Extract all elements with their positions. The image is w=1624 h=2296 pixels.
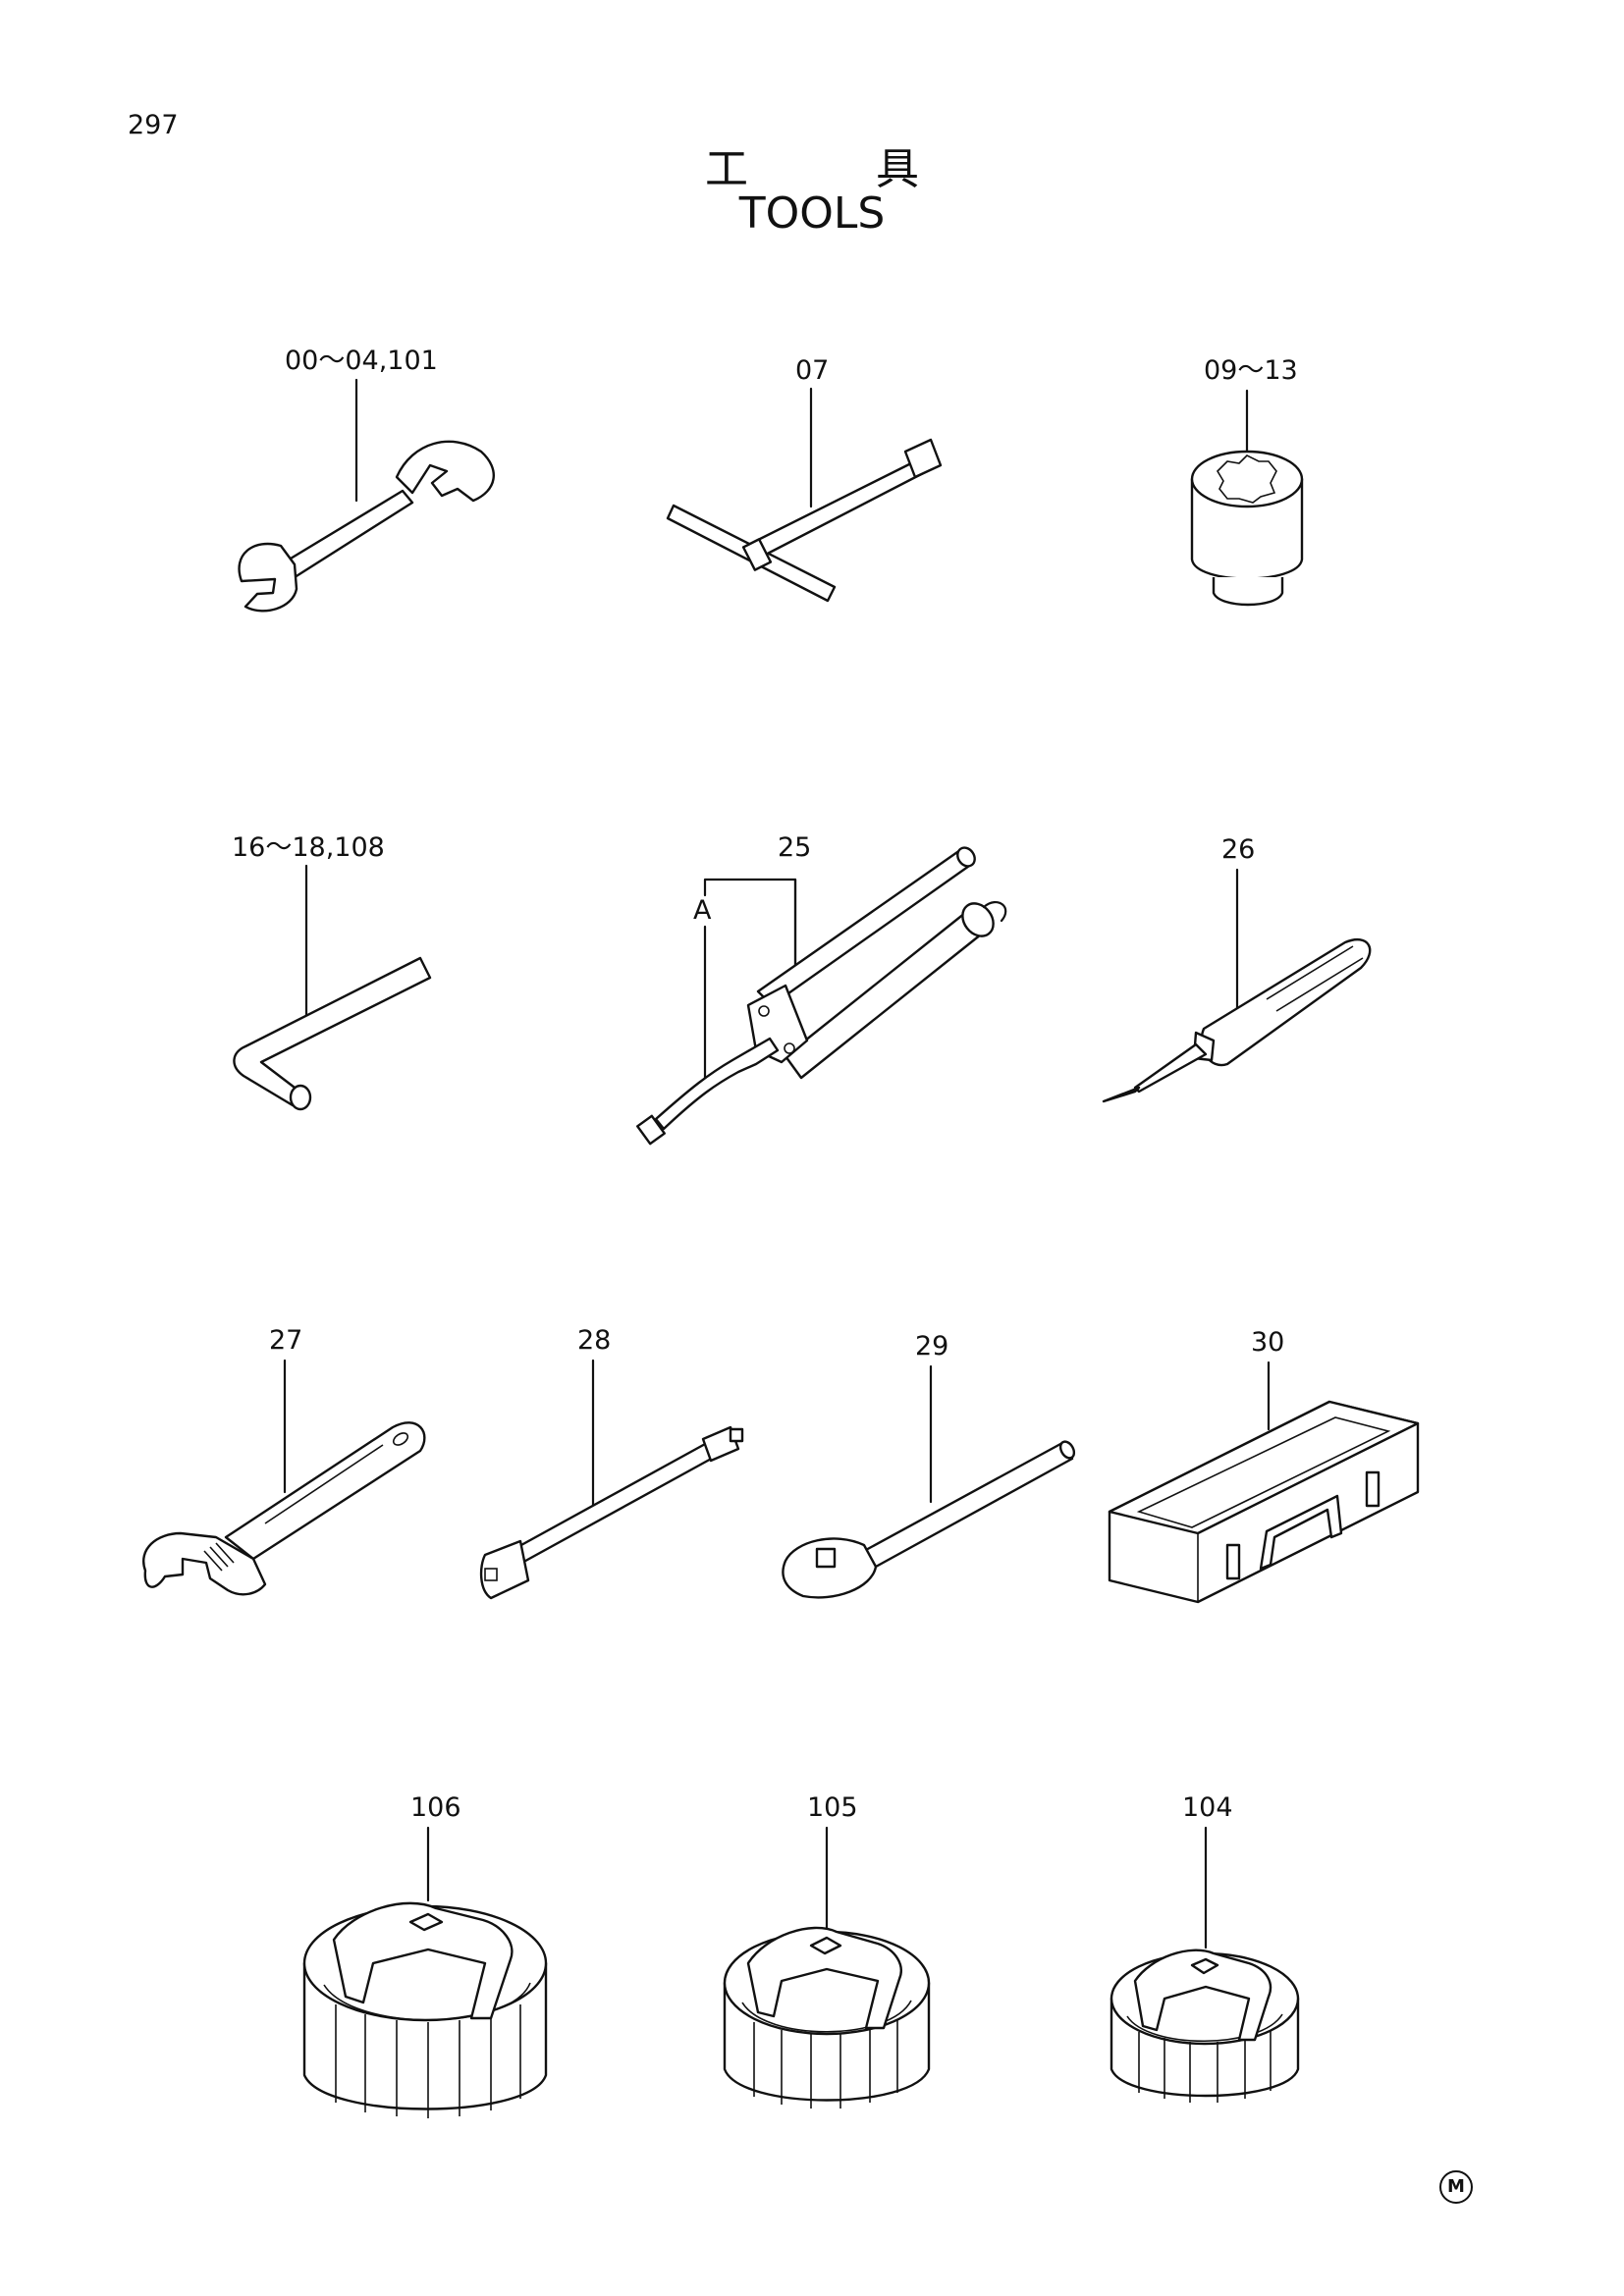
part-label-extension-bar: 28 <box>577 1325 611 1356</box>
part-label-grease-gun: 25 <box>778 832 811 863</box>
part-label-tool-box: 30 <box>1251 1327 1284 1358</box>
part-label-wrench: 00～04,101 <box>285 346 438 376</box>
page-title: TOOLS <box>738 188 886 239</box>
hex-key-icon: 16～18,108 <box>232 832 432 1111</box>
part-label-ratchet: 29 <box>915 1331 948 1362</box>
screwdriver-icon: 26 <box>1102 834 1372 1103</box>
part-label-nozzle: A <box>693 895 712 926</box>
extension-bar-icon: 28 <box>479 1325 744 1600</box>
t-handle-socket-wrench-icon: 07 <box>666 355 943 603</box>
filter-wrench-cup-large-icon: 106 <box>302 1792 548 2118</box>
double-open-end-wrench-icon: 00～04,101 <box>238 346 495 613</box>
part-label-t-handle: 07 <box>795 355 829 386</box>
part-label-adjustable-wrench: 27 <box>269 1325 302 1356</box>
registered-mark-icon: M <box>1439 2170 1473 2204</box>
filter-wrench-cup-small-icon: 104 <box>1110 1792 1300 2103</box>
part-label-socket: 09～13 <box>1204 355 1298 386</box>
filter-wrench-cup-medium-icon: 105 <box>723 1792 931 2109</box>
page-title-japanese: 工 具 <box>705 144 976 194</box>
part-label-cup-104: 104 <box>1182 1792 1233 1823</box>
ratchet-handle-icon: 29 <box>782 1331 1076 1599</box>
socket-icon: 09～13 <box>1190 355 1304 607</box>
part-label-hex-key: 16～18,108 <box>232 832 385 863</box>
part-label-cup-106: 106 <box>410 1792 461 1823</box>
page-number: 297 <box>128 110 179 140</box>
part-label-cup-105: 105 <box>807 1792 858 1823</box>
part-label-screwdriver: 26 <box>1221 834 1255 865</box>
grease-gun-icon: 25 A <box>636 832 1007 1146</box>
tool-box-icon: 30 <box>1108 1327 1420 1604</box>
adjustable-wrench-icon: 27 <box>142 1325 426 1596</box>
